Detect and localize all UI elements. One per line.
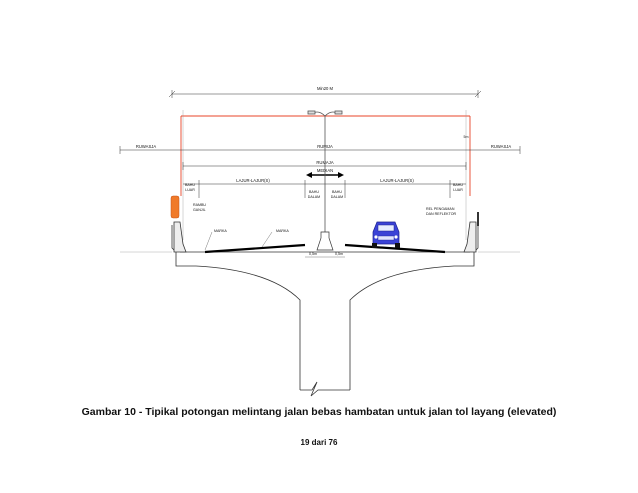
rel-pengaman-label-2: DAN REFLEKTOR: [426, 212, 456, 216]
page-number: 19 dari 76: [300, 438, 338, 447]
bahu-dalam-right-label: BAHU: [332, 190, 342, 194]
bahu-dalam-left-label-2: DALAM: [308, 195, 320, 199]
bahu-luar-right-label: BAHU: [453, 183, 463, 187]
ruwasja-left-label: RUWASJA: [136, 144, 157, 149]
dim-left-label: 0,5m: [309, 252, 317, 256]
lane-dimension-line: [183, 180, 466, 198]
parapet-left: [173, 221, 187, 253]
rambu-label: RAMBU: [193, 203, 206, 207]
median-barrier: [316, 231, 334, 251]
bahu-luar-left-label-2: LUAR: [185, 188, 195, 192]
rel-pengaman-label: REL PENGAMAN: [426, 207, 455, 211]
street-light: [307, 110, 343, 240]
ruwasja-right-label: RUWASJA: [491, 144, 512, 149]
bahu-dalam-left-label: BAHU: [309, 190, 319, 194]
rumaja-line: [182, 162, 467, 170]
dim-right-label: 0,5m: [335, 252, 343, 256]
road-pavement: [204, 243, 446, 254]
rambu-sign: [170, 195, 180, 219]
lajur-right-label: LAJUR-LAJUR(S): [380, 178, 414, 183]
figure-caption: Gambar 10 - Tipikal potongan melintang j…: [81, 406, 557, 418]
side-dimension-lines: [182, 110, 467, 240]
parapet-right: [463, 221, 477, 253]
rambu-label-2: GANJIL: [193, 208, 206, 212]
bahu-dalam-right-label-2: DALAM: [331, 195, 343, 199]
deck-structure: [120, 225, 520, 397]
bahu-luar-right-label-2: LUAR: [453, 188, 463, 192]
marka-label-1: MARKA: [214, 229, 227, 233]
vehicle-icon: [372, 221, 400, 248]
cross-section-diagram: Min20 M 5m RUWASJA RUWASJA RUMIJA RUMAJ: [119, 86, 521, 397]
bahu-luar-left-label: BAHU: [185, 183, 195, 187]
rumija-line: [119, 146, 521, 154]
width-dimension: [168, 90, 482, 98]
marka-leaders: [204, 231, 273, 251]
lajur-left-label: LAJUR-LAJUR(S): [236, 178, 270, 183]
marka-label-2: MARKA: [276, 229, 289, 233]
width-dimension-label: Min20 M: [317, 86, 334, 91]
